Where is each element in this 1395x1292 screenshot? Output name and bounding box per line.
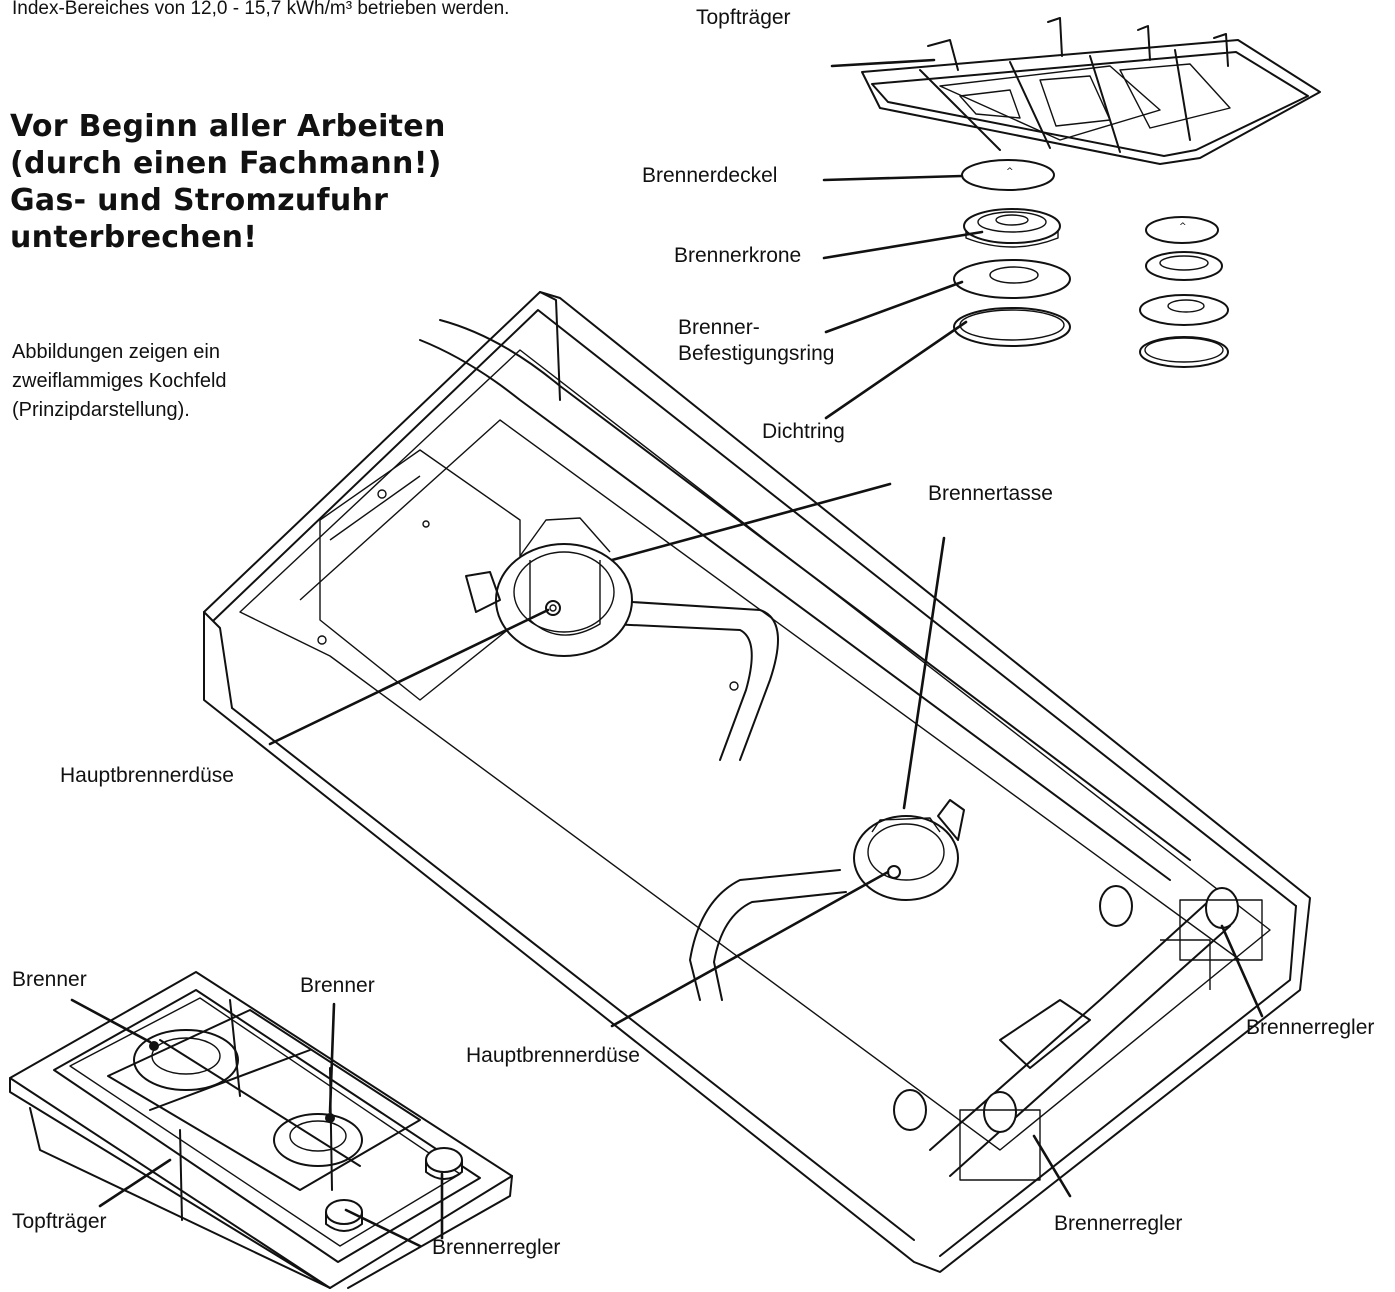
label-dichtring: Dichtring xyxy=(762,420,845,443)
leader-lines xyxy=(70,58,1264,1248)
warning-line-2: (durch einen Fachmann!) xyxy=(10,146,442,181)
svg-text:^: ^ xyxy=(1006,167,1014,177)
label-brennerregler-2: Brennerregler xyxy=(1054,1212,1183,1235)
label-befestigungsring-2: Befestigungsring xyxy=(678,342,835,365)
burner-parts-large: ^ xyxy=(953,159,1071,347)
valve-left xyxy=(893,885,1133,1181)
warning-line-4: unterbrechen! xyxy=(10,220,258,255)
burner-parts-small: ^ xyxy=(1139,216,1229,368)
label-brennerdeckel: Brennerdeckel xyxy=(642,164,778,187)
warning-line-1: Vor Beginn aller Arbeiten xyxy=(10,109,446,144)
label-brennerregler-1: Brennerregler xyxy=(1246,1016,1375,1039)
label-brennerregler-3: Brennerregler xyxy=(432,1236,561,1259)
figure-caption: Abbildungen zeigen ein zweiflammiges Koc… xyxy=(12,338,227,425)
label-brennertasse: Brennertasse xyxy=(928,482,1053,505)
label-befestigungsring-1: Brenner- xyxy=(678,316,760,339)
hob-preview xyxy=(9,971,513,1289)
header-note: Index-Bereiches von 12,0 - 15,7 kWh/m³ b… xyxy=(12,0,510,19)
pan-support-top xyxy=(861,17,1321,165)
label-brenner-1: Brenner xyxy=(12,968,87,991)
warning-line-3: Gas- und Stromzufuhr xyxy=(10,183,389,218)
caption-line-3: (Prinzipdarstellung). xyxy=(12,399,190,421)
burner-cup-large xyxy=(465,517,633,657)
label-topftraeger-bottom: Topfträger xyxy=(12,1210,107,1233)
label-hauptbrennerduese-1: Hauptbrennerdüse xyxy=(60,764,234,787)
caption-line-1: Abbildungen zeigen ein xyxy=(12,341,220,363)
label-brennerkrone: Brennerkrone xyxy=(674,244,802,267)
label-brenner-2: Brenner xyxy=(300,974,375,997)
label-hauptbrennerduese-2: Hauptbrennerdüse xyxy=(466,1044,640,1067)
caption-line-2: zweiflammiges Kochfeld xyxy=(12,370,227,392)
burner-cup-small xyxy=(853,799,965,901)
safety-warning: Vor Beginn aller Arbeiten (durch einen F… xyxy=(10,108,480,256)
valve-right xyxy=(1160,887,1263,990)
hob-housing xyxy=(203,291,1311,1273)
svg-text:^: ^ xyxy=(1179,222,1187,232)
label-topftraeger-top: Topfträger xyxy=(696,6,791,29)
